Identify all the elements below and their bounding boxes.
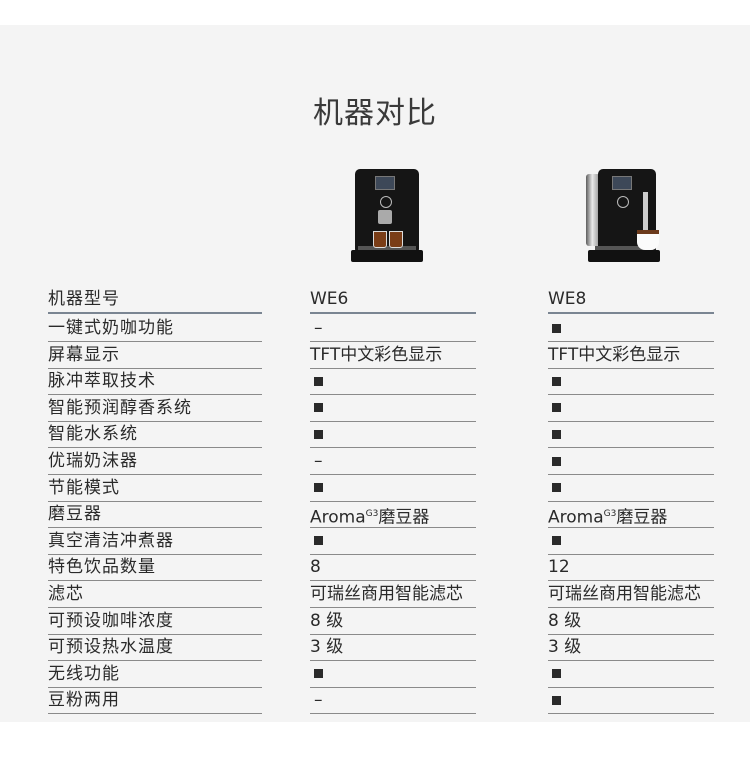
brand-logo-icon <box>380 196 392 208</box>
feature-check-icon <box>552 695 561 705</box>
cell-we8 <box>548 475 714 502</box>
row-label: 可预设热水温度 <box>48 634 262 662</box>
cell-we8: 3 级 <box>548 634 714 662</box>
comparison-panel <box>0 25 750 722</box>
feature-check-icon <box>314 536 323 546</box>
cell-we8: AromaG3磨豆器 <box>548 501 714 529</box>
cell-we6 <box>310 395 476 422</box>
cell-we6: 3 级 <box>310 634 476 662</box>
we8-machine-image <box>585 166 665 266</box>
feature-check-icon <box>314 669 323 679</box>
cell-we8 <box>548 315 714 342</box>
cell-we8 <box>548 395 714 422</box>
feature-check-icon <box>552 323 561 333</box>
cell-we6 <box>310 528 476 555</box>
cell-we8: 可瑞丝商用智能滤芯 <box>548 581 714 608</box>
column-header-we6: WE6 <box>310 286 476 314</box>
row-label: 智能水系统 <box>48 421 262 449</box>
cell-we6: – <box>310 448 476 475</box>
feature-check-icon <box>314 483 323 493</box>
row-label: 脉冲萃取技术 <box>48 368 262 396</box>
column-header-label: 机器型号 <box>48 286 262 314</box>
cell-we8 <box>548 448 714 475</box>
espresso-cup-icon <box>389 231 403 248</box>
feature-check-icon <box>314 429 323 439</box>
row-label: 可预设咖啡浓度 <box>48 608 262 635</box>
drip-tray <box>358 246 416 252</box>
cell-we8 <box>548 687 714 715</box>
row-label: 滤芯 <box>48 581 262 608</box>
cell-we6: AromaG3磨豆器 <box>310 501 476 529</box>
feature-check-icon <box>552 403 561 413</box>
chrome-side-panel <box>586 174 600 246</box>
cell-we6 <box>310 421 476 449</box>
cell-we6: 8 级 <box>310 608 476 635</box>
cell-we8: TFT中文彩色显示 <box>548 342 714 369</box>
cell-we6: TFT中文彩色显示 <box>310 342 476 369</box>
feature-check-icon <box>552 669 561 679</box>
cell-we8 <box>548 528 714 555</box>
drip-tray <box>595 246 653 252</box>
cell-we6: – <box>310 315 476 342</box>
cell-we6: – <box>310 687 476 715</box>
row-label: 一键式奶咖功能 <box>48 315 262 342</box>
row-label: 屏幕显示 <box>48 342 262 369</box>
row-label: 特色饮品数量 <box>48 554 262 582</box>
feature-check-icon <box>552 456 561 466</box>
feature-check-icon <box>552 429 561 439</box>
row-label: 豆粉两用 <box>48 687 262 715</box>
row-label: 智能预润醇香系统 <box>48 395 262 422</box>
cell-we6: 可瑞丝商用智能滤芯 <box>310 581 476 608</box>
machine-screen <box>612 176 632 190</box>
feature-check-icon <box>552 536 561 546</box>
cell-we8 <box>548 368 714 396</box>
column-header-we8: WE8 <box>548 286 714 314</box>
cell-we6: 8 <box>310 554 476 582</box>
feature-check-icon <box>314 376 323 386</box>
espresso-cup-icon <box>373 231 387 248</box>
row-label: 节能模式 <box>48 475 262 502</box>
row-label: 无线功能 <box>48 661 262 688</box>
cell-we8: 12 <box>548 554 714 582</box>
row-label: 磨豆器 <box>48 501 262 529</box>
cell-we6 <box>310 661 476 688</box>
row-label: 优瑞奶沫器 <box>48 448 262 475</box>
machine-screen <box>375 176 395 190</box>
brand-logo-icon <box>617 196 629 208</box>
cell-we8 <box>548 421 714 449</box>
cell-we6 <box>310 368 476 396</box>
page-title: 机器对比 <box>313 96 437 131</box>
coffee-spout <box>378 210 392 224</box>
cell-we8: 8 级 <box>548 608 714 635</box>
cell-we8 <box>548 661 714 688</box>
cappuccino-cup-icon <box>637 230 659 250</box>
feature-check-icon <box>552 483 561 493</box>
machine-base <box>351 250 423 262</box>
machine-base <box>588 250 660 262</box>
feature-check-icon <box>314 403 323 413</box>
cell-we6 <box>310 475 476 502</box>
milk-spout <box>643 192 648 230</box>
feature-check-icon <box>552 376 561 386</box>
row-label: 真空清洁冲煮器 <box>48 528 262 555</box>
we6-machine-image <box>348 166 428 266</box>
